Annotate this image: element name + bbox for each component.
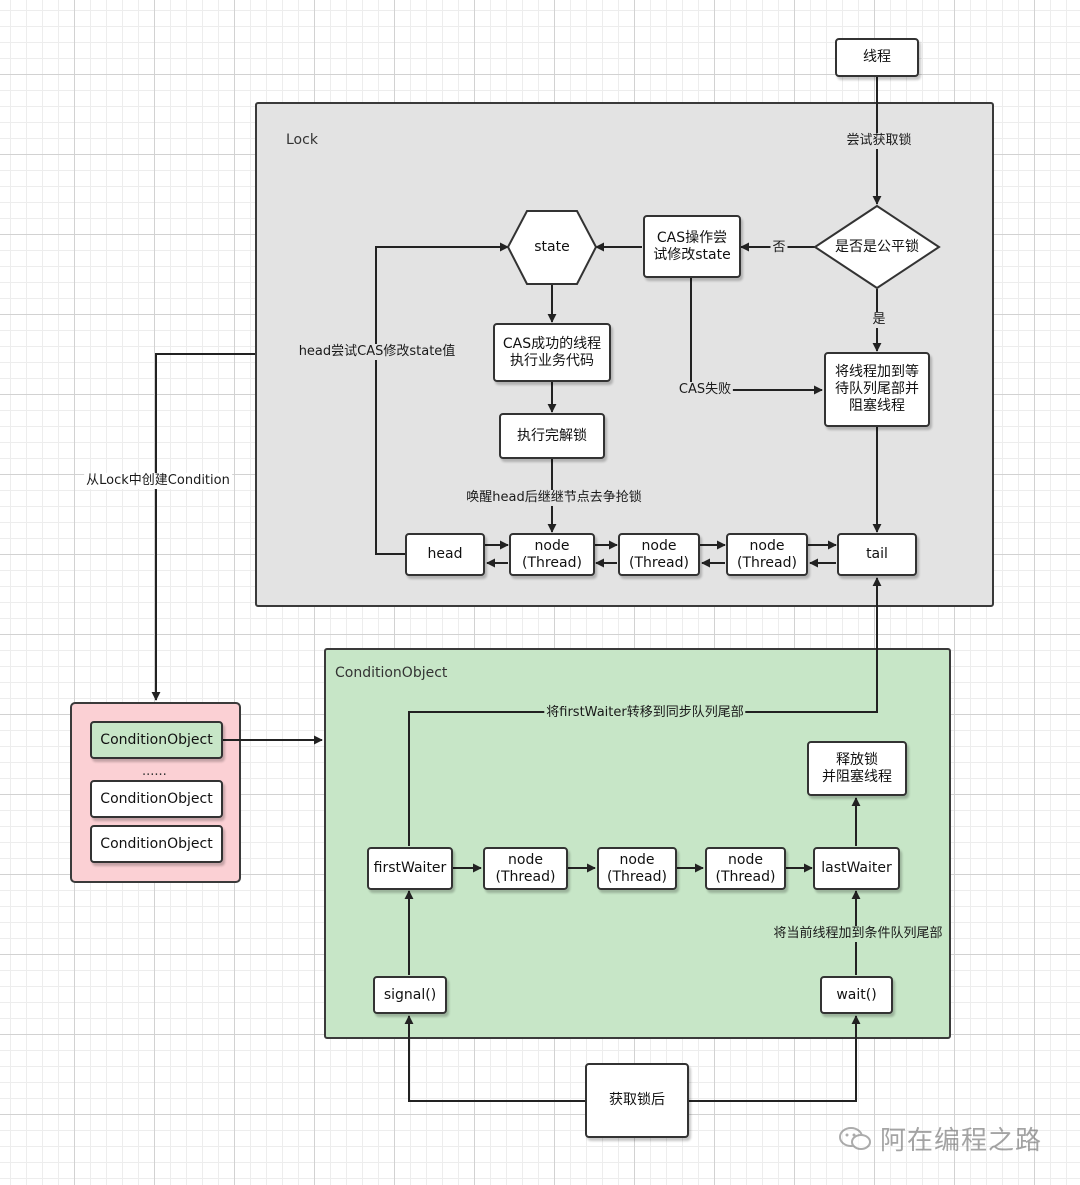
edge-label-create-condition: 从Lock中创建Condition	[84, 473, 232, 489]
edge-lock-to-condition-list	[151, 353, 255, 701]
edge-label-try-acquire: 尝试获取锁	[844, 133, 914, 149]
signal-box: signal()	[373, 976, 447, 1014]
sync-node-2: node (Thread)	[618, 533, 700, 576]
last-waiter-node: lastWaiter	[813, 847, 900, 890]
condition-node-2: node (Thread)	[597, 847, 677, 890]
tail-node: tail	[837, 533, 917, 576]
condition-node-3: node (Thread)	[705, 847, 786, 890]
condition-region-label: ConditionObject	[335, 665, 448, 681]
condition-object-item-2: ConditionObject	[90, 780, 223, 818]
edge-label-transfer: 将firstWaiter转移到同步队列尾部	[544, 705, 746, 721]
release-box: 释放锁 并阻塞线程	[807, 741, 907, 796]
edge-label-no: 否	[770, 240, 788, 256]
edge-label-add-to-condition: 将当前线程加到条件队列尾部	[771, 926, 945, 942]
sync-node-1: node (Thread)	[509, 533, 595, 576]
condition-object-item-active: ConditionObject	[90, 721, 223, 759]
cas-success-box: CAS成功的线程 执行业务代码	[493, 323, 611, 382]
sync-node-3: node (Thread)	[726, 533, 808, 576]
condition-list-ellipsis: ......	[142, 764, 167, 779]
wait-box: wait()	[820, 976, 893, 1014]
watermark-text: 阿在编程之路	[880, 1126, 1043, 1156]
edge-label-cas-fail: CAS失败	[676, 382, 734, 398]
first-waiter-node: firstWaiter	[367, 847, 453, 890]
watermark: 阿在编程之路	[838, 1120, 1042, 1157]
head-node: head	[405, 533, 485, 576]
condition-node-1: node (Thread)	[483, 847, 568, 890]
cas-try-box: CAS操作尝 试修改state	[643, 215, 741, 278]
edge-label-yes: 是	[870, 312, 888, 328]
after-lock-box: 获取锁后	[585, 1063, 689, 1138]
unlock-box: 执行完解锁	[499, 413, 605, 459]
state-label: state	[534, 238, 570, 255]
wechat-icon	[839, 1126, 871, 1150]
enqueue-box: 将线程加到等 待队列尾部并 阻塞线程	[824, 352, 930, 427]
lock-region-label: Lock	[286, 132, 318, 148]
edge-label-head-cas: head尝试CAS修改state值	[296, 344, 458, 360]
condition-object-item-3: ConditionObject	[90, 825, 223, 863]
edge-label-wake: 唤醒head后继继节点去争抢锁	[464, 490, 644, 506]
thread-box: 线程	[835, 38, 919, 77]
fair-check-label: 是否是公平锁	[835, 238, 919, 255]
